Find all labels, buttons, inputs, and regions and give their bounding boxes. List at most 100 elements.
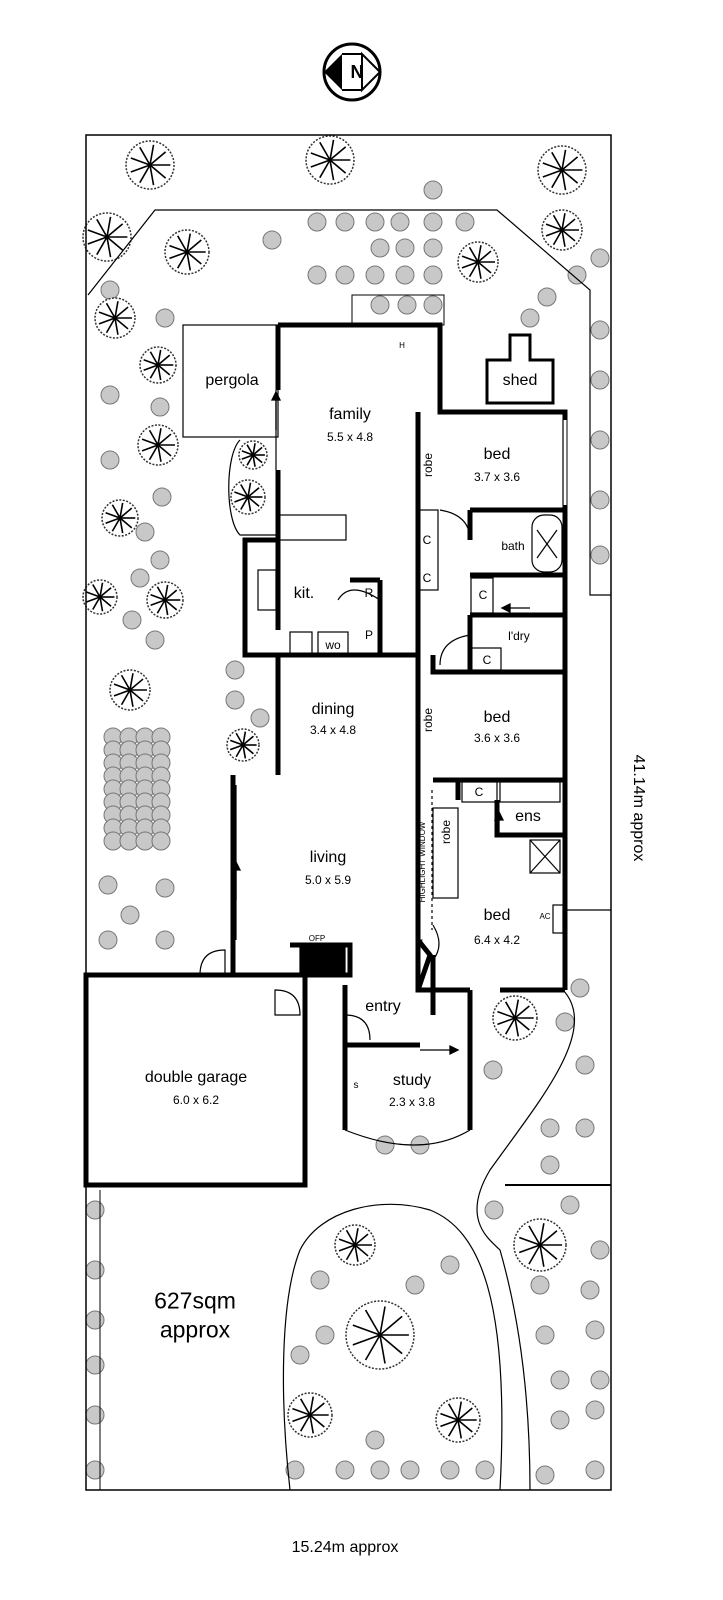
shrub-icon [560, 1195, 580, 1215]
shrub-icon [423, 265, 443, 285]
shrub-icon [397, 295, 417, 315]
cupboard-label: C [482, 653, 492, 667]
shrub-icon [405, 1275, 425, 1295]
shrub-icon [98, 875, 118, 895]
shrub-icon [375, 1135, 395, 1155]
direction-arrows [230, 390, 530, 1056]
shrub-icon [423, 180, 443, 200]
room-family-dims: 5.5 x 4.8 [326, 430, 374, 444]
tree-icon [226, 728, 260, 762]
site-area-approx: approx [159, 1316, 231, 1342]
north-compass-icon [322, 42, 382, 102]
shrub-icon [119, 831, 139, 851]
shrub-icon [250, 708, 270, 728]
shrub-icon [590, 1240, 610, 1260]
shrub-icon [580, 1280, 600, 1300]
shrub-icon [590, 320, 610, 340]
shrub-icon [590, 1370, 610, 1390]
cupboard-label: C [422, 533, 432, 547]
room-bed2-label: bed [483, 709, 511, 726]
shrub-icon [575, 1055, 595, 1075]
shrub-icon [535, 1465, 555, 1485]
room-garage-label: double garage [144, 1069, 248, 1086]
site-depth-label: 41.14m approx [630, 754, 647, 862]
room-bath-label: bath [501, 539, 525, 553]
tree-icon [164, 229, 210, 275]
shrub-icon [550, 1370, 570, 1390]
shrub-icon [225, 690, 245, 710]
shrub-icon [455, 212, 475, 232]
wall-oven-label: wo [325, 638, 341, 652]
room-laundry-label: l'dry [508, 629, 530, 643]
room-dining-dims: 3.4 x 4.8 [309, 723, 357, 737]
shrub-icon [540, 1155, 560, 1175]
room-study-label: study [392, 1072, 432, 1089]
room-entry-label: entry [365, 998, 401, 1015]
room-living-label: living [309, 849, 347, 866]
compass-north-label: N [350, 62, 364, 82]
shrub-icon [484, 1200, 504, 1220]
shrub-icon [400, 1460, 420, 1480]
fence-line [87, 209, 611, 596]
shrub-icon [365, 265, 385, 285]
shrub-icon [151, 831, 171, 851]
air-conditioner-label: AC [539, 912, 551, 921]
tree-icon [287, 1392, 333, 1438]
shrub-icon [423, 212, 443, 232]
site-area: 627sqm approx [154, 1286, 236, 1344]
shrub-icon [155, 878, 175, 898]
room-kitchen-label: kit. [293, 585, 315, 602]
tree-icon [109, 669, 151, 711]
pantry-label: P [364, 628, 374, 642]
shrub-icon [307, 212, 327, 232]
shrub-icon [585, 1400, 605, 1420]
shrub-icon [150, 550, 170, 570]
shrub-icon [145, 630, 165, 650]
robe-label: robe [439, 819, 453, 845]
shrub-icon [567, 265, 587, 285]
room-ensuite-label: ens [515, 808, 541, 825]
open-fireplace-label: OFP [308, 934, 326, 943]
shrub-icon [155, 308, 175, 328]
shrub-icon [575, 1118, 595, 1138]
shrub-icon [590, 490, 610, 510]
robe-label: robe [421, 707, 435, 733]
shrub-icon [85, 1260, 105, 1280]
lot-boundary [85, 134, 612, 1491]
shrub-icon [585, 1460, 605, 1480]
shrub-icon [335, 1460, 355, 1480]
shrub-icon [85, 1310, 105, 1330]
tree-icon [139, 346, 177, 384]
tree-icon [537, 145, 587, 195]
tree-icon [457, 241, 499, 283]
shrub-icon [310, 1270, 330, 1290]
shrub-icon [100, 450, 120, 470]
shrub-icon [555, 1012, 575, 1032]
shrub-icon [365, 212, 385, 232]
shrub-icon [155, 930, 175, 950]
shrub-icon [135, 831, 155, 851]
shrub-icon [120, 905, 140, 925]
shrub-icon [370, 295, 390, 315]
shrub-icon [550, 1410, 570, 1430]
shrub-icon [315, 1325, 335, 1345]
tree-icon [94, 297, 136, 339]
tree-icon [125, 140, 175, 190]
room-study-dims: 2.3 x 3.8 [388, 1095, 436, 1109]
site-area-value: 627sqm [154, 1287, 236, 1314]
cupboard-label: C [478, 588, 488, 602]
room-living-dims: 5.0 x 5.9 [304, 873, 352, 887]
cupboard-label: C [474, 785, 484, 799]
room-family-label: family [329, 406, 371, 423]
room-pergola-label: pergola [205, 372, 259, 389]
storage-label: s [353, 1080, 359, 1091]
shrub-icon [150, 397, 170, 417]
shed-label: shed [502, 372, 538, 389]
shrub-icon [440, 1460, 460, 1480]
cupboard-label: C [422, 571, 432, 585]
shrub-icon [423, 295, 443, 315]
shrub-icon [130, 568, 150, 588]
landscaping [82, 135, 610, 1485]
